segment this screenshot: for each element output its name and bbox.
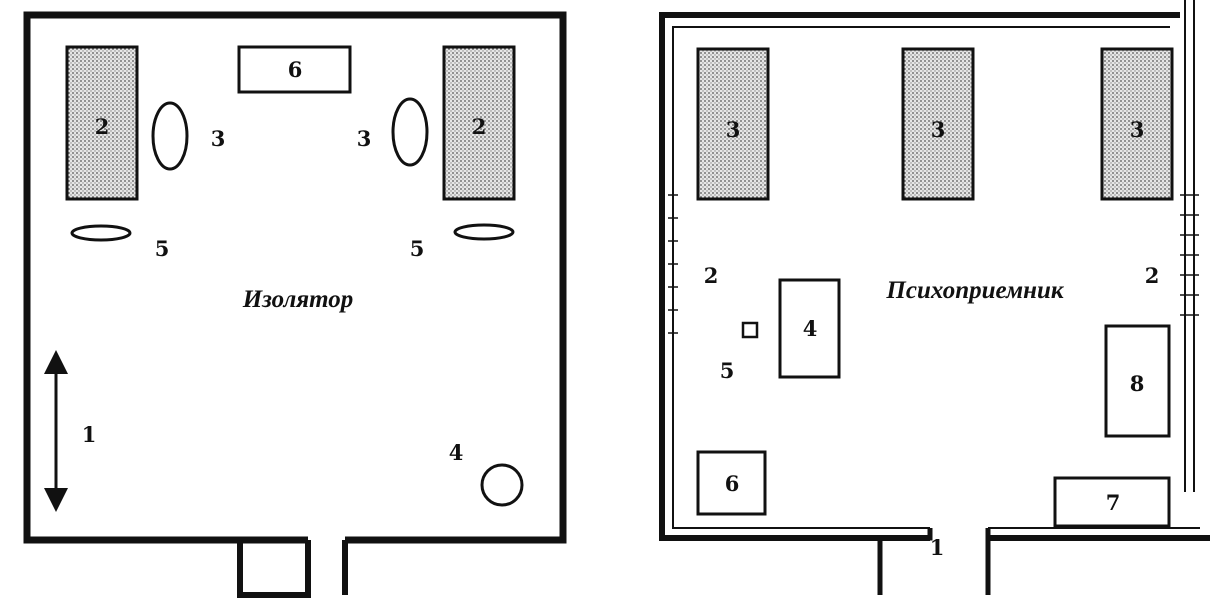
isolator-table-left-label: 3 <box>211 126 226 151</box>
psychoreception-table-label: 4 <box>803 316 818 341</box>
psychoreception-bench-label: 7 <box>1106 490 1121 515</box>
isolator-wall <box>23 11 567 544</box>
psychoreception-outer-wall <box>659 12 1180 541</box>
psychoreception-chair <box>741 321 759 339</box>
isolator-plan: 2 2 6 3 3 5 5 Изолятор 1 4 <box>23 11 567 598</box>
psychoreception-right-wall-ticks <box>1180 194 1199 316</box>
isolator-top-box-label: 6 <box>288 57 303 82</box>
isolator-table-right-label: 3 <box>357 126 372 151</box>
isolator-bed-left <box>65 45 139 201</box>
isolator-top-box <box>237 45 352 94</box>
psychoreception-left-wall-ticks <box>668 194 678 334</box>
isolator-table-right <box>391 97 429 167</box>
psychoreception-locker-label: 8 <box>1130 371 1145 396</box>
isolator-stool-left-label: 5 <box>155 236 170 261</box>
psychoreception-table <box>778 278 841 379</box>
isolator-stool-right <box>453 223 515 241</box>
isolator-round-table-label: 4 <box>449 440 464 465</box>
isolator-title: Изолятор <box>242 286 354 313</box>
psychoreception-locker <box>1104 324 1171 438</box>
psychoreception-bed-3-label: 3 <box>1130 117 1145 142</box>
psychoreception-wall-left-label: 2 <box>704 263 719 288</box>
psychoreception-entrance-label: 1 <box>930 535 945 560</box>
isolator-stool-right-label: 5 <box>410 236 425 261</box>
isolator-stool-left <box>70 224 132 242</box>
psychoreception-bed-2 <box>901 47 975 201</box>
psychoreception-title: Психоприемник <box>885 277 1065 304</box>
psychoreception-doorway-left <box>877 528 933 595</box>
isolator-bed-right <box>442 45 516 201</box>
psychoreception-bed-1 <box>696 47 770 201</box>
isolator-doorway-left-jamb <box>237 540 311 598</box>
isolator-bed-right-label: 2 <box>472 114 487 139</box>
psychoreception-cabinet-label: 6 <box>725 471 740 496</box>
psychoreception-bed-1-label: 3 <box>726 117 741 142</box>
isolator-table-left <box>151 101 189 171</box>
psychoreception-bench <box>1053 476 1171 528</box>
psychoreception-wall-right-label: 2 <box>1145 263 1160 288</box>
psychoreception-bed-3 <box>1100 47 1174 201</box>
psychoreception-cabinet <box>696 450 767 516</box>
psychoreception-plan: 1 3 3 3 2 2 Психоприемник 4 5 8 6 7 <box>659 0 1210 595</box>
psychoreception-chair-label: 5 <box>720 358 735 383</box>
isolator-entrance-label: 1 <box>82 422 97 447</box>
psychoreception-inner-wall <box>672 26 1170 529</box>
isolator-round-table <box>480 463 524 507</box>
psychoreception-bed-2-label: 3 <box>931 117 946 142</box>
isolator-bed-left-label: 2 <box>95 114 110 139</box>
